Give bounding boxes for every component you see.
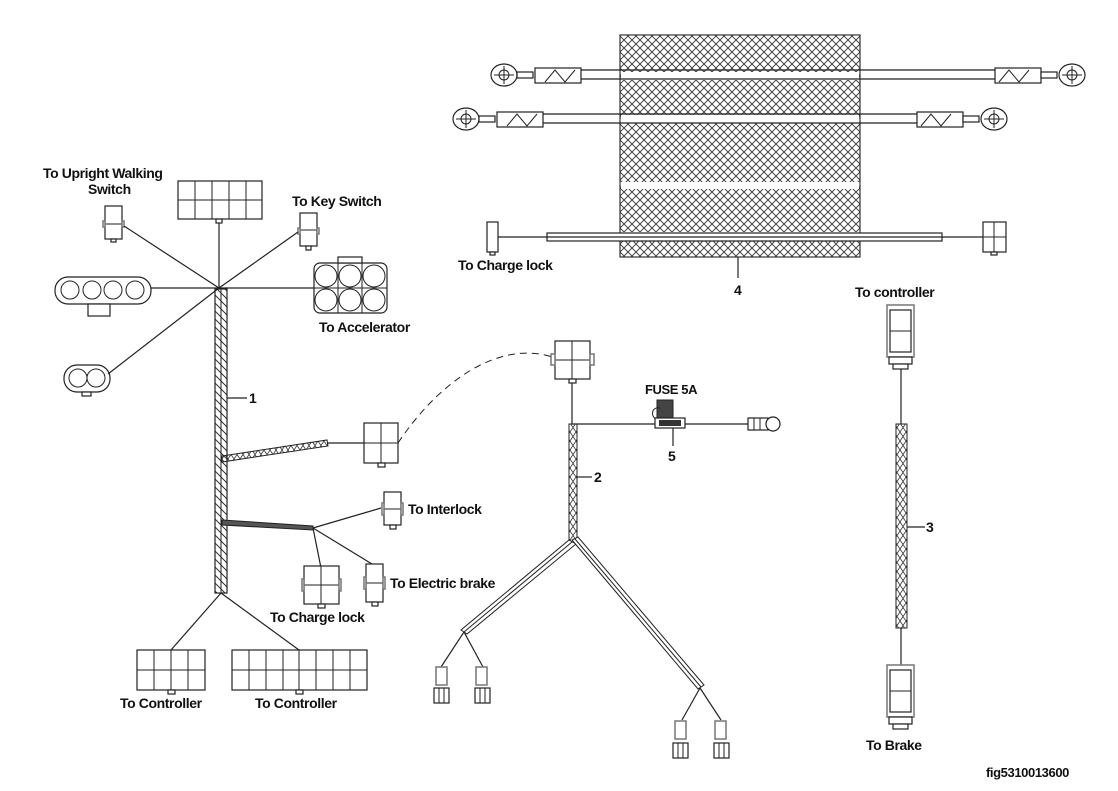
callout-2: 2 (594, 469, 602, 485)
label-to-controller: To controller (855, 284, 935, 300)
label-to-brake: To Brake (866, 737, 922, 753)
spade-terminal-4 (713, 720, 730, 759)
connector-upright-walking-switch (102, 205, 125, 243)
spade-terminal-3 (672, 720, 689, 759)
label-interlock: To Interlock (408, 501, 482, 517)
fuse-5a (652, 399, 686, 429)
label-accelerator: To Accelerator (319, 319, 411, 335)
label-charge-lock-2: To Charge lock (458, 257, 553, 273)
harness-4: To Charge lock 4 (452, 34, 1086, 298)
harness-1: To Upright Walking Switch To Key Switch … (43, 165, 553, 711)
spade-terminal-1 (433, 666, 450, 704)
ring-terminal-top-right (994, 63, 1086, 87)
ring-terminal-mid-left (452, 107, 544, 131)
connector-controller-8pin (136, 649, 206, 695)
label-fuse: FUSE 5A (645, 382, 698, 397)
callout-5: 5 (668, 448, 676, 464)
connector-4pin-square-b (550, 340, 595, 384)
callout-4: 4 (734, 282, 742, 298)
connector-key-switch (297, 212, 320, 251)
spade-terminal-2 (474, 666, 491, 704)
figure-id: fig5310013600 (986, 765, 1069, 780)
label-charge-lock-1: To Charge lock (270, 609, 365, 625)
connector-harness-3-top (886, 304, 915, 370)
connector-charge-lock-1 (301, 565, 342, 609)
harness-1-branch-wires (107, 223, 314, 375)
dashed-link (397, 352, 553, 444)
ring-terminal-mid-right (916, 107, 1008, 131)
connector-electric-brake (363, 563, 386, 607)
callout-1: 1 (249, 390, 257, 406)
connector-4pin-oval (54, 276, 152, 317)
harness-2: FUSE 5A 5 2 (433, 340, 781, 759)
ring-terminal-fuse (747, 416, 781, 432)
connector-harness-3-bottom (886, 664, 915, 730)
label-upright-walking-switch-2: Switch (88, 181, 131, 197)
label-electric-brake: To Electric brake (390, 575, 496, 591)
connector-harness-4-right (982, 221, 1007, 256)
connector-accelerator (313, 256, 388, 314)
label-upright-walking-switch-1: To Upright Walking (43, 165, 163, 181)
connector-10pin-top (177, 180, 263, 224)
connector-interlock (381, 491, 404, 530)
harness-4-hatch-block (619, 34, 861, 258)
harness-3: To controller 3 To Brake (855, 284, 936, 753)
callout-3: 3 (926, 519, 934, 535)
connector-2pin-oval (63, 364, 111, 397)
label-controller-a: To Controller (120, 695, 203, 711)
connector-4pin-square-a (363, 422, 399, 468)
label-controller-b: To Controller (255, 695, 338, 711)
connector-charge-lock-2 (486, 221, 499, 256)
ring-terminal-top-left (490, 63, 582, 87)
label-key-switch: To Key Switch (292, 193, 381, 209)
connector-controller-16pin (231, 649, 368, 695)
